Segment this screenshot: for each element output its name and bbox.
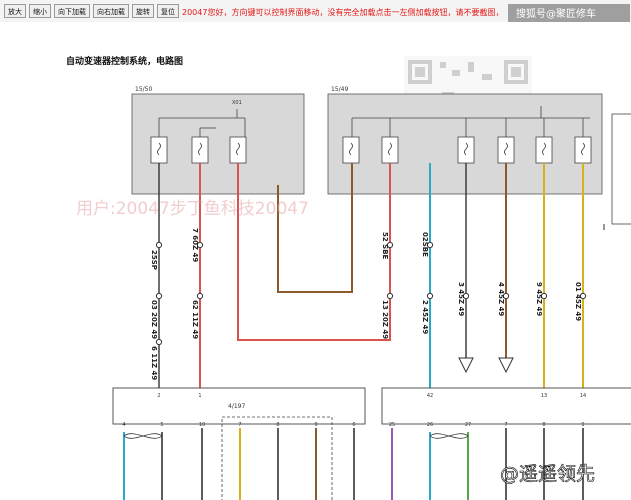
author-watermark: @遥遥领先: [500, 463, 595, 485]
user-watermark: 用户:20047步丁鱼科技20047: [76, 199, 309, 219]
load-right-button[interactable]: 向右加载: [93, 4, 129, 18]
wire-label: 7 60Z 49: [191, 228, 199, 262]
pin-number: 10: [199, 422, 205, 428]
wire-label: 25SP: [150, 250, 158, 270]
partial-module-box: [611, 113, 631, 225]
wire-label: 52 SBE: [381, 232, 389, 260]
load-down-button[interactable]: 向下加载: [54, 4, 90, 18]
fuse-icon: [381, 136, 399, 164]
fuse-icon: [229, 136, 247, 164]
pin-number: 1: [198, 393, 201, 399]
pin-number: 13: [541, 393, 547, 399]
fuse-icon: [191, 136, 209, 164]
wire-label: 01 45Z 49: [574, 282, 582, 321]
wire-label: 03 20Z 49: [150, 300, 158, 339]
diagram-title: 自动变速器控制系统，电路图: [66, 55, 183, 67]
wire-label: 2 45Z 49: [421, 300, 429, 334]
rotate-button[interactable]: 旋转: [132, 4, 154, 18]
pin-number: 27: [465, 422, 471, 428]
wire-labels: 25SP 03 20Z 49 6 11Z 49 7 60Z 49 62 11Z …: [150, 228, 582, 380]
pin-number: 5: [160, 422, 163, 428]
fuse-box-left: 15/50 X01: [131, 86, 305, 195]
pin-number: 4: [122, 422, 125, 428]
wire-label: 62 11Z 49: [191, 300, 199, 339]
notice-text: 20047您好，方向键可以控制界面移动，没有完全加载点击一左侧加载按钮，请不要截…: [182, 8, 504, 17]
fuse-icon: [457, 136, 475, 164]
wires: [158, 163, 605, 400]
pin-number: 7: [504, 422, 507, 428]
wire-label: 6 11Z 49: [150, 346, 158, 380]
pin-number: 2: [157, 393, 160, 399]
fuse-icon: [497, 136, 515, 164]
wire-label: 9 45Z 49: [535, 282, 543, 316]
lower-wires: [123, 428, 584, 500]
pin-number: 25: [389, 422, 395, 428]
wire-label: 4 45Z 49: [497, 282, 505, 316]
pin-number: 7: [238, 422, 241, 428]
dashed-group: [221, 416, 333, 500]
fuse-icon: [574, 136, 592, 164]
fuse-icon: [150, 136, 168, 164]
pin-number: 6: [352, 422, 355, 428]
ground-symbols: [458, 357, 514, 374]
fuse-box-right-label: 15/49: [331, 86, 348, 93]
wire-label: 13 20Z 49: [381, 300, 389, 339]
bottom-connector: 4/197 2 1 42 13 14 4 5 10 7 8 9 6 25 26 …: [112, 387, 631, 500]
source-watermark: 搜狐号@聚匠修车: [516, 7, 596, 20]
zoom-in-button[interactable]: 放大: [4, 4, 26, 18]
fuse-icon: [535, 136, 553, 164]
ground-icon: [498, 357, 514, 374]
splice-points: [155, 241, 587, 346]
fuse-icon: [342, 136, 360, 164]
pin-number: 8: [542, 422, 545, 428]
fuse-box-left-mark: X01: [232, 100, 242, 106]
fuse-box-right: 15/49: [327, 86, 603, 195]
toolbar: 放大 缩小 向下加载 向右加载 旋转 复位 20047您好，方向键可以控制界面移…: [0, 0, 631, 22]
source-watermark-backdrop: [508, 4, 630, 22]
pin-number: 9: [314, 422, 317, 428]
pin-number: 14: [580, 393, 586, 399]
fuse-box-left-label: 15/50: [135, 86, 152, 93]
connector-label: 4/197: [228, 403, 245, 410]
pin-number: 9: [581, 422, 584, 428]
ground-icon: [458, 357, 474, 374]
wire-label: 02SBE: [421, 232, 429, 257]
pin-number: 42: [427, 393, 433, 399]
zoom-out-button[interactable]: 缩小: [29, 4, 51, 18]
pin-number: 26: [427, 422, 433, 428]
reset-button[interactable]: 复位: [157, 4, 179, 18]
pin-number: 8: [276, 422, 279, 428]
wire-label: 3 45Z 49: [457, 282, 465, 316]
